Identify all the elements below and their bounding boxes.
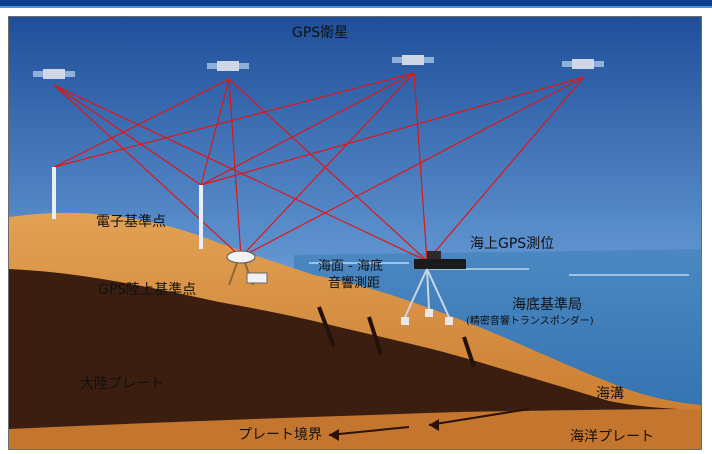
label-seafloor-station-detail: (精密音響トランスポンダー) [466,316,594,327]
label-oceanic-plate: 海洋プレート [570,429,654,445]
label-plate-boundary: プレート境界 [238,427,322,443]
satellite-icon [562,59,604,69]
diagram-border [8,16,702,450]
satellite-icon [207,61,249,71]
top-accent-bar [0,6,712,8]
diagram-illustration [9,17,701,449]
continental-plate-body [9,269,701,449]
ship-icon [414,251,466,269]
label-trench: 海溝 [596,386,624,402]
label-gps-satellite: GPS衛星 [292,25,349,41]
top-brand-bar [0,0,712,6]
fault-lines [317,306,476,368]
transponder-icon [401,268,453,325]
satellite-icon [33,69,75,79]
oceanic-plate-body [9,409,701,449]
label-sea-surface-ranging-line2: 音響測距 [328,276,381,291]
label-continental-plate: 大陸プレート [80,376,164,392]
arrow-head-1 [429,419,439,431]
label-electronic-reference-point: 電子基準点 [96,214,166,230]
label-sea-surface-ranging-line1: 海面 - 海底 [318,259,383,274]
arrow-head-2 [329,429,339,441]
gps-antenna-icon [226,250,268,286]
electronic-reference-tower-icon [52,167,203,249]
satellite-icon [392,55,434,65]
label-gps-land-reference-point: GPS陸上基準点 [98,282,197,298]
gps-signal-lines [53,72,585,262]
label-sea-gps-positioning: 海上GPS測位 [470,236,555,252]
plate-boundary-arrows [328,408,530,436]
label-seafloor-station: 海底基準局 [512,297,582,313]
